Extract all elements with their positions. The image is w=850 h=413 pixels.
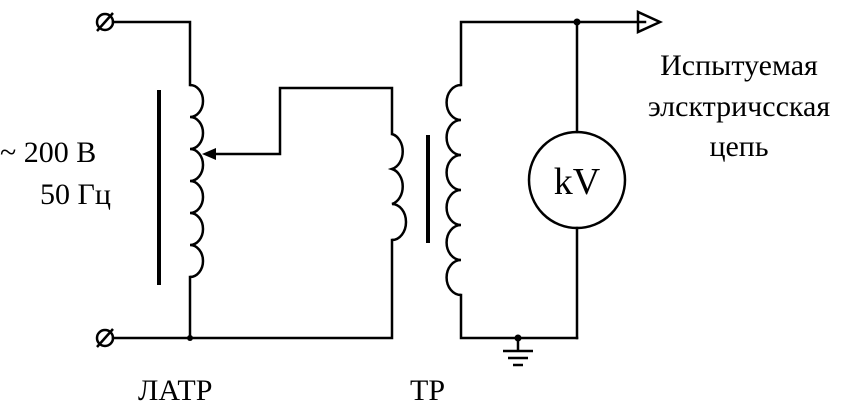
tr-label: ТР <box>410 374 445 407</box>
kilovoltmeter-label: kV <box>554 161 601 203</box>
circuit-label-line3: цепь <box>709 130 768 163</box>
tr-secondary-winding <box>445 83 462 297</box>
input-terminal-bottom <box>95 328 115 348</box>
latr-label: ЛАТР <box>138 374 212 407</box>
latr-slider-wire <box>210 86 394 156</box>
output-arrowhead <box>636 10 664 34</box>
ground-symbol <box>503 336 533 367</box>
wire-tr-bottom <box>459 293 579 340</box>
wire-input-top <box>111 20 192 87</box>
wire-bottom-rail <box>111 238 394 340</box>
circuit-label-line1: Испытуемая <box>660 49 818 82</box>
tr-primary-winding <box>387 132 408 242</box>
input-terminal-top <box>95 12 115 32</box>
circuit-label-line2: элсктричсская <box>648 90 830 123</box>
latr-slider-arrowhead <box>202 148 216 160</box>
supply-voltage-label: ~ 200 В <box>0 136 96 169</box>
supply-frequency-label: 50 Гц <box>40 178 111 211</box>
latr-winding <box>189 83 205 279</box>
wire-tr-top <box>459 20 647 87</box>
